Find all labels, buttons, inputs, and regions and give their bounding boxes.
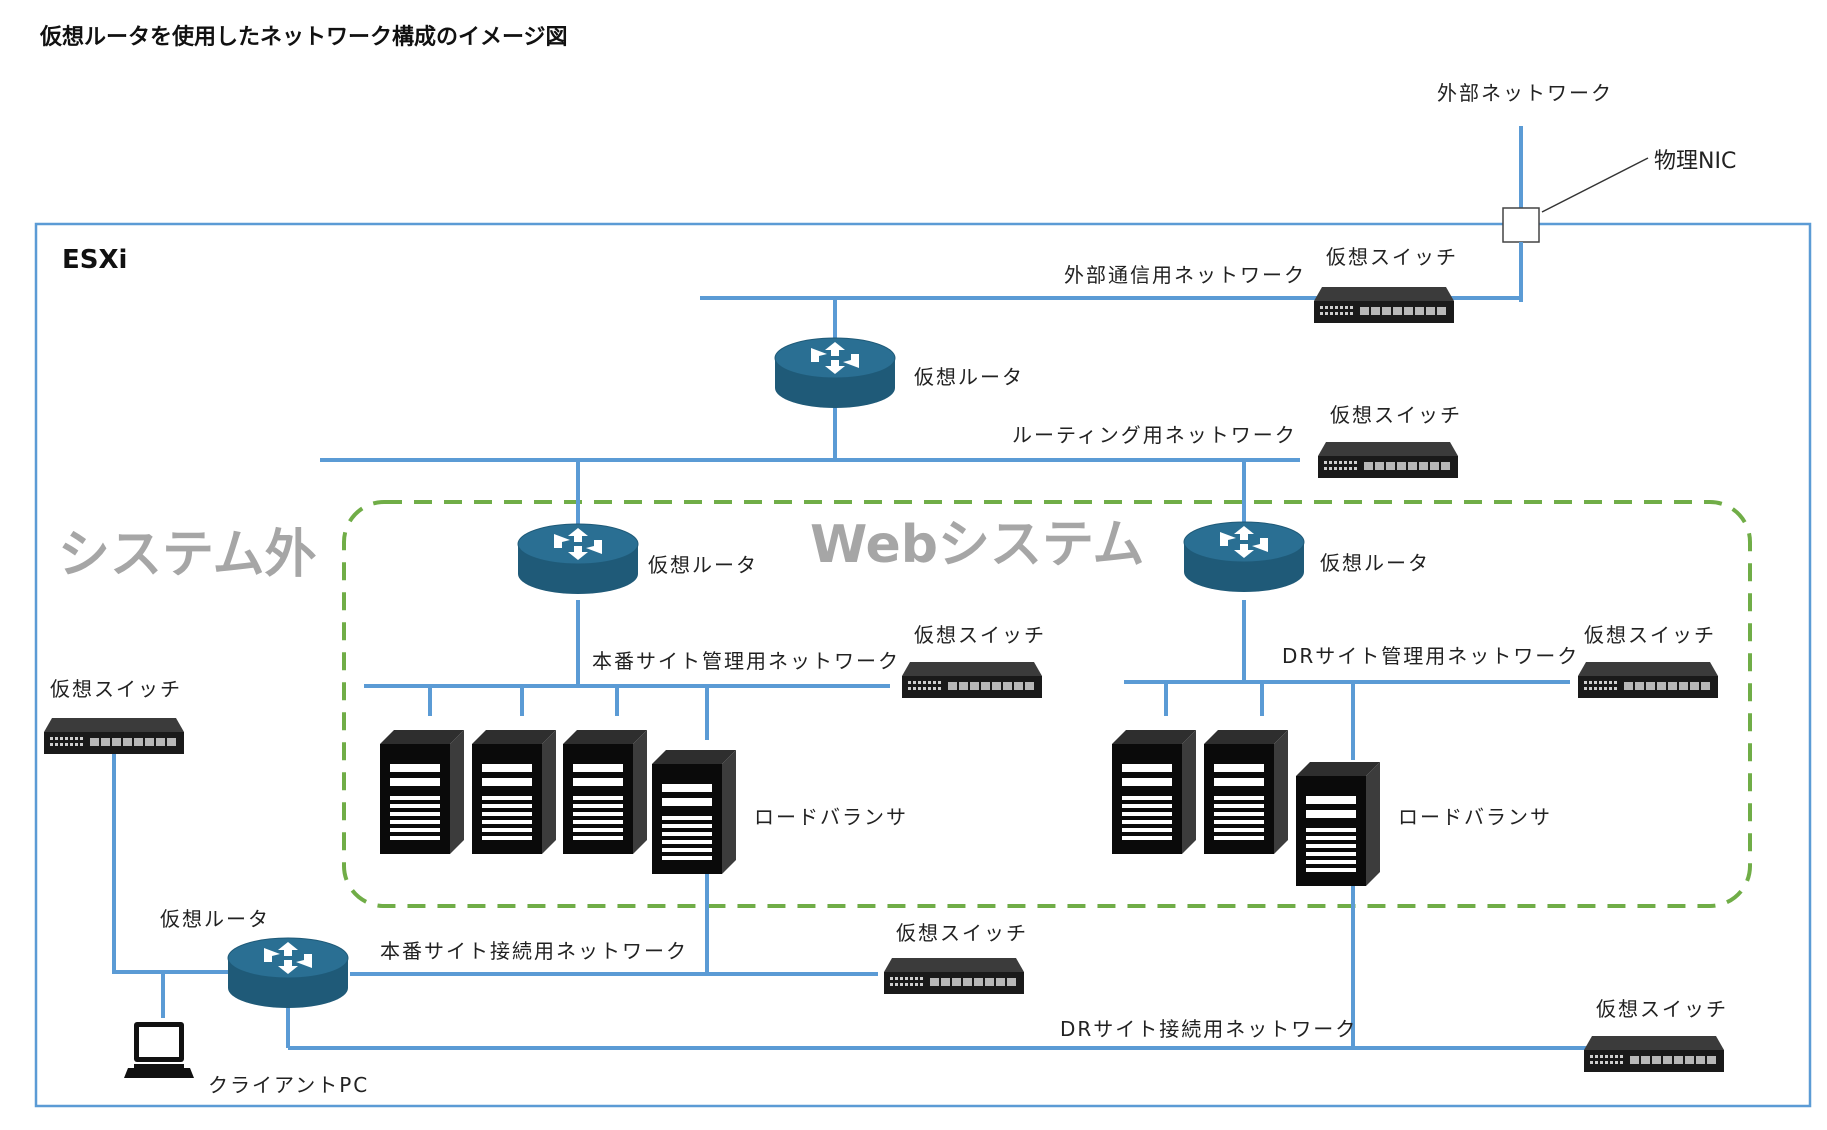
- esxi-host-box: [34, 222, 1812, 1108]
- switch-label-2: 仮想スイッチ: [1330, 403, 1462, 427]
- server-icon[interactable]: [472, 730, 556, 854]
- router-icon[interactable]: [227, 937, 349, 1009]
- web-zone-label: Webシステム: [810, 515, 1144, 575]
- router-icon[interactable]: [774, 337, 896, 409]
- switch-icon[interactable]: [44, 718, 184, 754]
- switch-icon[interactable]: [1314, 287, 1454, 323]
- client-pc-label: クライアントPC: [208, 1073, 369, 1097]
- router-icon[interactable]: [1183, 521, 1305, 593]
- web-system-zone: [342, 500, 1752, 908]
- external-comm-network-label: 外部通信用ネットワーク: [1064, 263, 1306, 287]
- laptop-icon[interactable]: [124, 1022, 194, 1078]
- router-icon[interactable]: [517, 523, 639, 595]
- esxi-label: ESXi: [62, 245, 127, 275]
- switch-label-3: 仮想スイッチ: [914, 623, 1046, 647]
- server-icon[interactable]: [380, 730, 464, 854]
- load-balancer-icon[interactable]: [652, 750, 736, 874]
- dr-mgmt-network-label: DRサイト管理用ネットワーク: [1282, 644, 1579, 668]
- physical-nic: [1502, 207, 1540, 243]
- outside-zone-label: システム外: [58, 525, 316, 585]
- server-icon[interactable]: [563, 730, 647, 854]
- dr-load-balancer-label: ロードバランサ: [1398, 805, 1552, 829]
- dr-router-label: 仮想ルータ: [1320, 551, 1430, 575]
- prod-router-label: 仮想ルータ: [648, 553, 758, 577]
- routing-network-label: ルーティング用ネットワーク: [1012, 423, 1297, 447]
- prod-conn-network-label: 本番サイト接続用ネットワーク: [380, 939, 688, 963]
- server-icon[interactable]: [1112, 730, 1196, 854]
- dr-conn-network-label: DRサイト接続用ネットワーク: [1060, 1017, 1357, 1041]
- switch-icon[interactable]: [902, 662, 1042, 698]
- external-network-label: 外部ネットワーク: [1437, 81, 1613, 105]
- load-balancer-icon[interactable]: [1296, 762, 1380, 886]
- nic-leader-line: [1541, 157, 1649, 213]
- physical-nic-label: 物理NIC: [1654, 149, 1736, 174]
- switch-label-6: 仮想スイッチ: [896, 921, 1028, 945]
- server-icon[interactable]: [1204, 730, 1288, 854]
- prod-mgmt-network-label: 本番サイト管理用ネットワーク: [592, 649, 900, 673]
- switch-icon[interactable]: [1584, 1036, 1724, 1072]
- switch-label-5: 仮想スイッチ: [50, 677, 182, 701]
- prod-load-balancer-label: ロードバランサ: [754, 805, 908, 829]
- switch-icon[interactable]: [1578, 662, 1718, 698]
- switch-label-4: 仮想スイッチ: [1584, 623, 1716, 647]
- top-router-label: 仮想ルータ: [914, 365, 1024, 389]
- switch-icon[interactable]: [884, 958, 1024, 994]
- switch-label-1: 仮想スイッチ: [1326, 245, 1458, 269]
- page-title: 仮想ルータを使用したネットワーク構成のイメージ図: [39, 24, 568, 50]
- switch-label-7: 仮想スイッチ: [1596, 997, 1728, 1021]
- switch-icon[interactable]: [1318, 442, 1458, 478]
- bottom-router-label: 仮想ルータ: [160, 907, 270, 931]
